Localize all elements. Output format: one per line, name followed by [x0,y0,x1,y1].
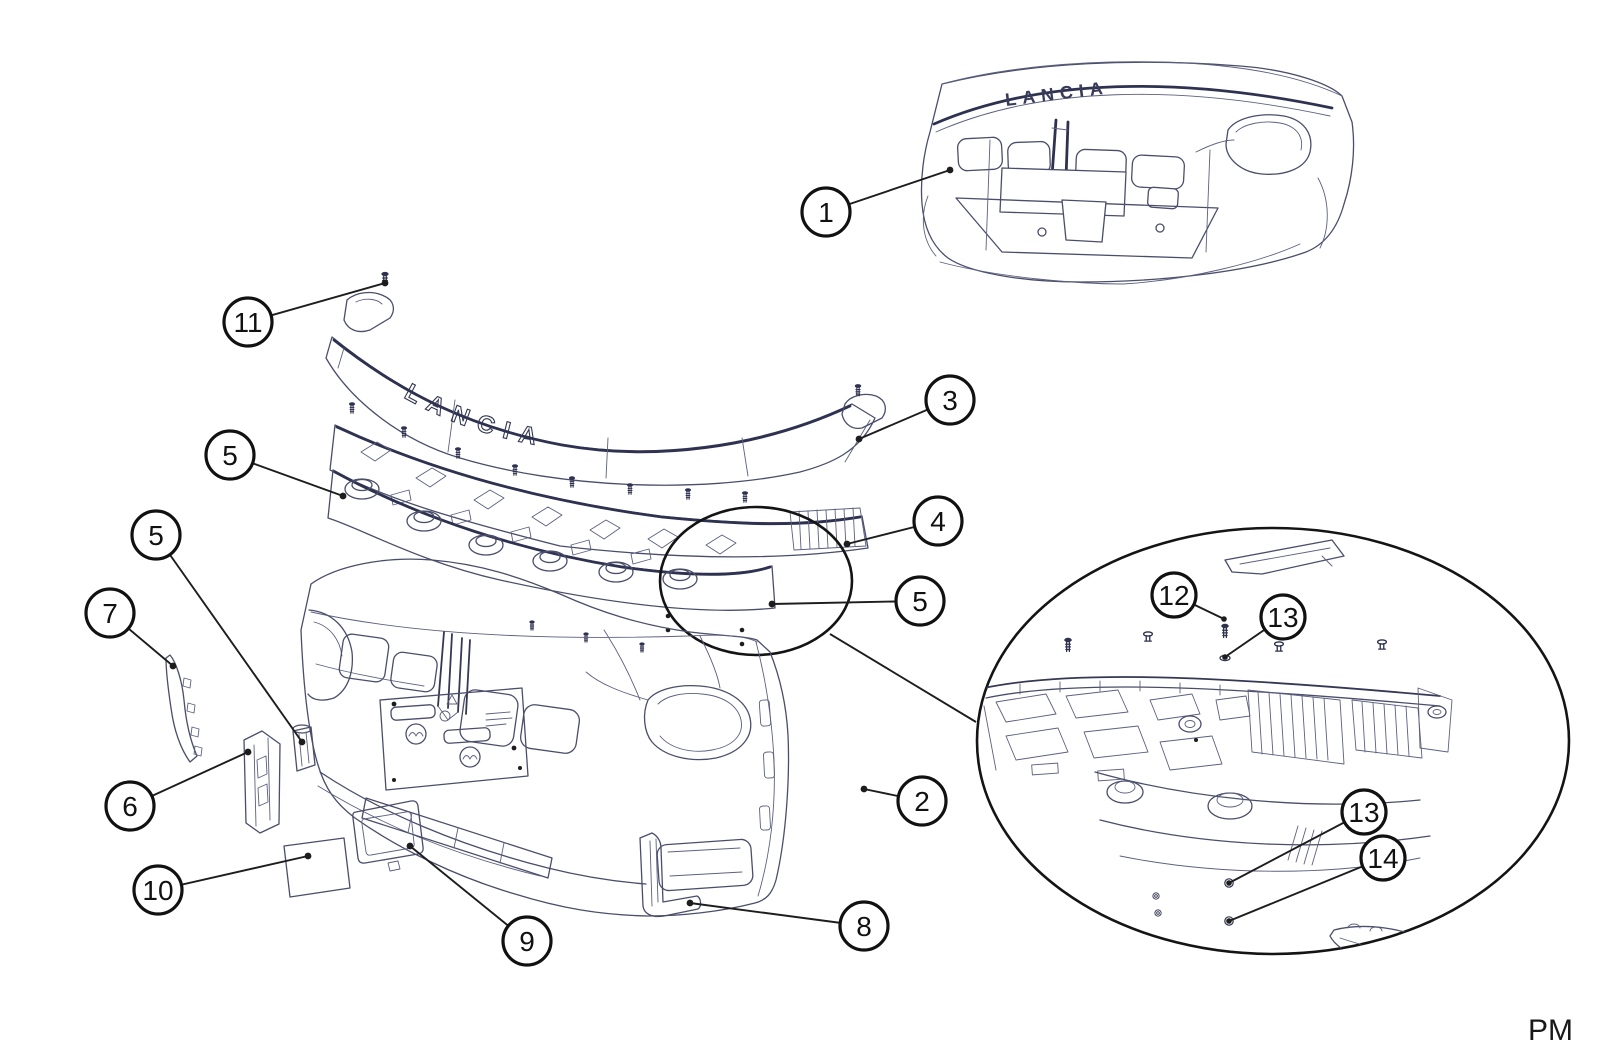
part-absorber [327,469,776,653]
part-side-bracket [243,730,281,834]
callout-5a[interactable]: 5 [204,429,256,481]
detail-view [975,526,1571,956]
license-plate-mount [379,687,529,791]
svg-text:9: 9 [519,926,535,957]
hood-gap-stripe [932,84,1334,133]
callout-5c[interactable]: 5 [894,575,946,627]
svg-text:8: 8 [856,911,872,942]
detail-fasteners [1063,623,1388,926]
svg-text:5: 5 [222,440,238,471]
svg-text:13: 13 [1267,602,1298,633]
part-support-bracket [329,401,869,565]
callout-10[interactable]: 10 [132,864,184,916]
callout-2[interactable]: 2 [896,775,948,827]
detail-rib-combs [1247,687,1453,765]
right-side-band [755,641,775,897]
svg-text:10: 10 [142,875,173,906]
svg-text:5: 5 [912,586,928,617]
assembled-bumper-view: LANCIA [920,61,1355,285]
exploded-view: LANCIA [165,271,977,918]
callout-9[interactable]: 9 [501,915,553,967]
headlight-right [1195,114,1312,175]
svg-text:2: 2 [914,786,930,817]
part-corner-trim [639,832,702,918]
brand-logo-assembled: LANCIA [1004,77,1110,110]
detail-truss [983,689,1251,782]
absorber-domes [344,478,698,590]
part-clip-small [292,724,316,772]
svg-text:7: 7 [102,598,118,629]
callout-6[interactable]: 6 [104,780,156,832]
emblem-bars [1050,118,1070,180]
callout-8[interactable]: 8 [838,900,890,952]
lower-grille [955,197,1219,259]
brand-logo-strip: LANCIA [400,379,548,453]
svg-text:4: 4 [930,506,946,537]
detail-indicator [658,505,977,723]
part-side-strip [165,654,203,763]
callout-5b[interactable]: 5 [130,509,182,561]
headlight-opening [585,671,752,761]
callout-13b[interactable]: 13 [1340,788,1388,836]
part-bumper-cover [300,558,790,917]
bracket-screws [348,401,749,503]
fog-sensor [1147,186,1179,210]
callout-14[interactable]: 14 [1359,834,1407,882]
callout-13a[interactable]: 13 [1259,593,1307,641]
watermark: PM [1528,1014,1573,1047]
svg-text:5: 5 [148,520,164,551]
callout-3[interactable]: 3 [924,374,976,426]
svg-text:3: 3 [942,385,958,416]
rib-comb [789,507,867,551]
svg-text:6: 6 [122,791,138,822]
bumper-grille-slots [338,633,581,754]
truss-details [360,441,737,565]
svg-text:12: 12 [1158,580,1189,611]
callout-1[interactable]: 1 [800,186,852,238]
lower-lip [317,771,754,892]
svg-text:11: 11 [233,307,262,338]
callout-4[interactable]: 4 [912,495,964,547]
callout-11[interactable]: 11 [222,296,274,348]
svg-text:13: 13 [1348,797,1379,828]
callout-7[interactable]: 7 [84,587,136,639]
part-mesh-grille [283,837,351,898]
callout-12[interactable]: 12 [1150,571,1198,619]
leader-lines [109,166,1384,942]
bumper-emblem [437,631,471,721]
callouts-layer: 1 11 3 5 4 5 5 7 6 2 10 9 8 12 13 1 [84,186,1407,967]
svg-text:14: 14 [1367,843,1398,874]
svg-text:1: 1 [818,197,834,228]
